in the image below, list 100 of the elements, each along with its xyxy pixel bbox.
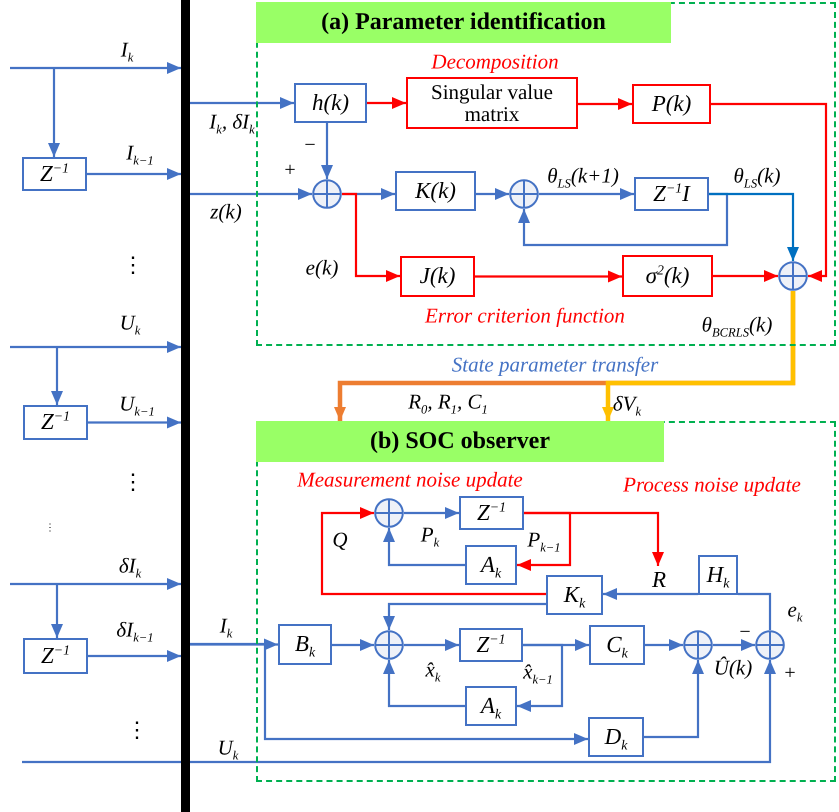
edge-label: U$_{k−1}$: [119, 392, 155, 416]
arrow: [367, 97, 406, 109]
arrow: [518, 192, 728, 246]
arrow: [190, 642, 588, 745]
arrow: [602, 291, 796, 421]
arrow: [190, 97, 294, 109]
block-caption: Decomposition: [431, 50, 559, 74]
ellipsis-mark: ⋮: [126, 718, 148, 742]
arrow: [383, 660, 465, 708]
sign-label: −: [304, 134, 316, 156]
edge-label: I$_{k}$, δI$_{k}$: [209, 110, 255, 134]
summing-junction: [374, 630, 404, 660]
edge-label: I$_{k}$: [120, 38, 134, 62]
summing-junction: [778, 261, 808, 291]
transfer-block: A$_{k}$: [465, 686, 517, 726]
arrow: [10, 62, 181, 74]
summing-junction: [509, 179, 539, 209]
arrow: [713, 639, 755, 651]
arrow: [713, 270, 778, 282]
annotation-text: Error criterion function: [425, 304, 625, 328]
arrow: [342, 192, 400, 282]
transfer-block: C$_{k}$: [589, 625, 645, 665]
edge-label: e(k): [306, 256, 338, 280]
transfer-block: H$_{k}$: [698, 555, 738, 595]
edge-label: U$_{k}$: [218, 736, 238, 760]
transfer-block: Z$^{−1}$: [23, 405, 88, 440]
arrow: [383, 528, 465, 566]
annotation-text: Process noise update: [623, 473, 801, 497]
arrow: [709, 192, 799, 261]
edge-label: e$_{k}$: [788, 598, 802, 622]
edge-label: θ$_{LS}$(k): [734, 164, 780, 188]
transfer-block: Singular value matrix: [406, 77, 578, 129]
summing-junction: [374, 498, 404, 528]
arrow: [88, 650, 181, 662]
transfer-block: Z$^{−1}$: [459, 496, 524, 530]
edge-label: Q: [332, 528, 348, 552]
arrow: [10, 578, 181, 590]
edge-label: z(k): [210, 200, 242, 224]
summing-junction: [683, 630, 713, 660]
transfer-block: J(k): [400, 256, 475, 297]
arrow: [476, 188, 509, 200]
arrow: [190, 188, 312, 200]
arrow: [578, 98, 632, 110]
ellipsis-mark: ⋮: [45, 522, 55, 534]
dashed-group-frame: [256, 2, 836, 346]
arrow: [320, 507, 546, 596]
arrow: [22, 660, 776, 764]
arrow: [51, 584, 63, 638]
edge-label: δI$_{k}$: [118, 554, 142, 578]
edge-label: I$_{k−1}$: [126, 141, 154, 165]
arrow: [524, 512, 664, 566]
arrow: [517, 512, 572, 571]
arrow: [645, 639, 683, 651]
arrow: [539, 188, 634, 200]
arrow: [10, 341, 181, 353]
transfer-block: Z$^{−1}$: [23, 638, 88, 674]
transfer-block: A$_{k}$: [465, 545, 517, 585]
edge-label: x̂$_{k}$: [426, 658, 440, 682]
block-caption: θ$_{BCRLS}$(k): [702, 313, 772, 337]
edge-label: U$_{k}$: [120, 311, 140, 335]
sign-label: −: [739, 621, 751, 643]
annotation-text: State parameter transfer: [452, 353, 658, 377]
summing-junction: [755, 630, 785, 660]
arrow: [383, 602, 546, 630]
edge-label: δI$_{k−1}$: [116, 618, 154, 642]
transfer-block: Z$^{−1}$: [22, 157, 87, 191]
edge-label: θ$_{LS}$(k+1): [547, 164, 619, 188]
arrow: [190, 638, 278, 650]
arrow: [711, 102, 828, 282]
edge-label: P$_{k}$: [420, 523, 440, 547]
signal-label: R: [648, 566, 670, 594]
arrow: [51, 347, 63, 405]
transfer-block: B$_{k}$: [278, 624, 332, 665]
arrow: [87, 168, 181, 180]
arrow: [48, 68, 60, 157]
transfer-block: h(k): [294, 83, 367, 123]
transfer-block: σ$^{2}$(k): [622, 255, 713, 297]
ellipsis-mark: ⋮: [122, 252, 144, 278]
edge-label: Û(k): [714, 656, 752, 680]
dashed-group-frame: [256, 421, 836, 782]
edge-label: δV$_{k}$: [612, 392, 642, 416]
transfer-block: K$_{k}$: [546, 575, 603, 615]
connector-line: [738, 592, 772, 630]
sign-label: +: [784, 662, 796, 684]
transfer-block: P(k): [632, 84, 711, 124]
transfer-block: D$_{k}$: [588, 717, 644, 757]
arrow: [88, 416, 181, 428]
edge-label: P$_{k−1}$: [527, 528, 561, 552]
edge-label: x̂$_{k−1}$: [523, 660, 553, 684]
bus-bar: [181, 0, 190, 812]
arrow: [321, 123, 333, 179]
arrow: [603, 588, 698, 600]
transfer-block: Z$^{−1}$I: [634, 177, 709, 211]
section-title-band: (a) Parameter identification: [256, 2, 671, 43]
arrow: [404, 639, 459, 651]
summing-junction: [312, 179, 342, 209]
arrow: [517, 644, 564, 712]
transfer-block: Z$^{−1}$: [459, 628, 523, 662]
edge-label: I$_{k}$: [220, 614, 232, 638]
arrow: [404, 507, 459, 519]
